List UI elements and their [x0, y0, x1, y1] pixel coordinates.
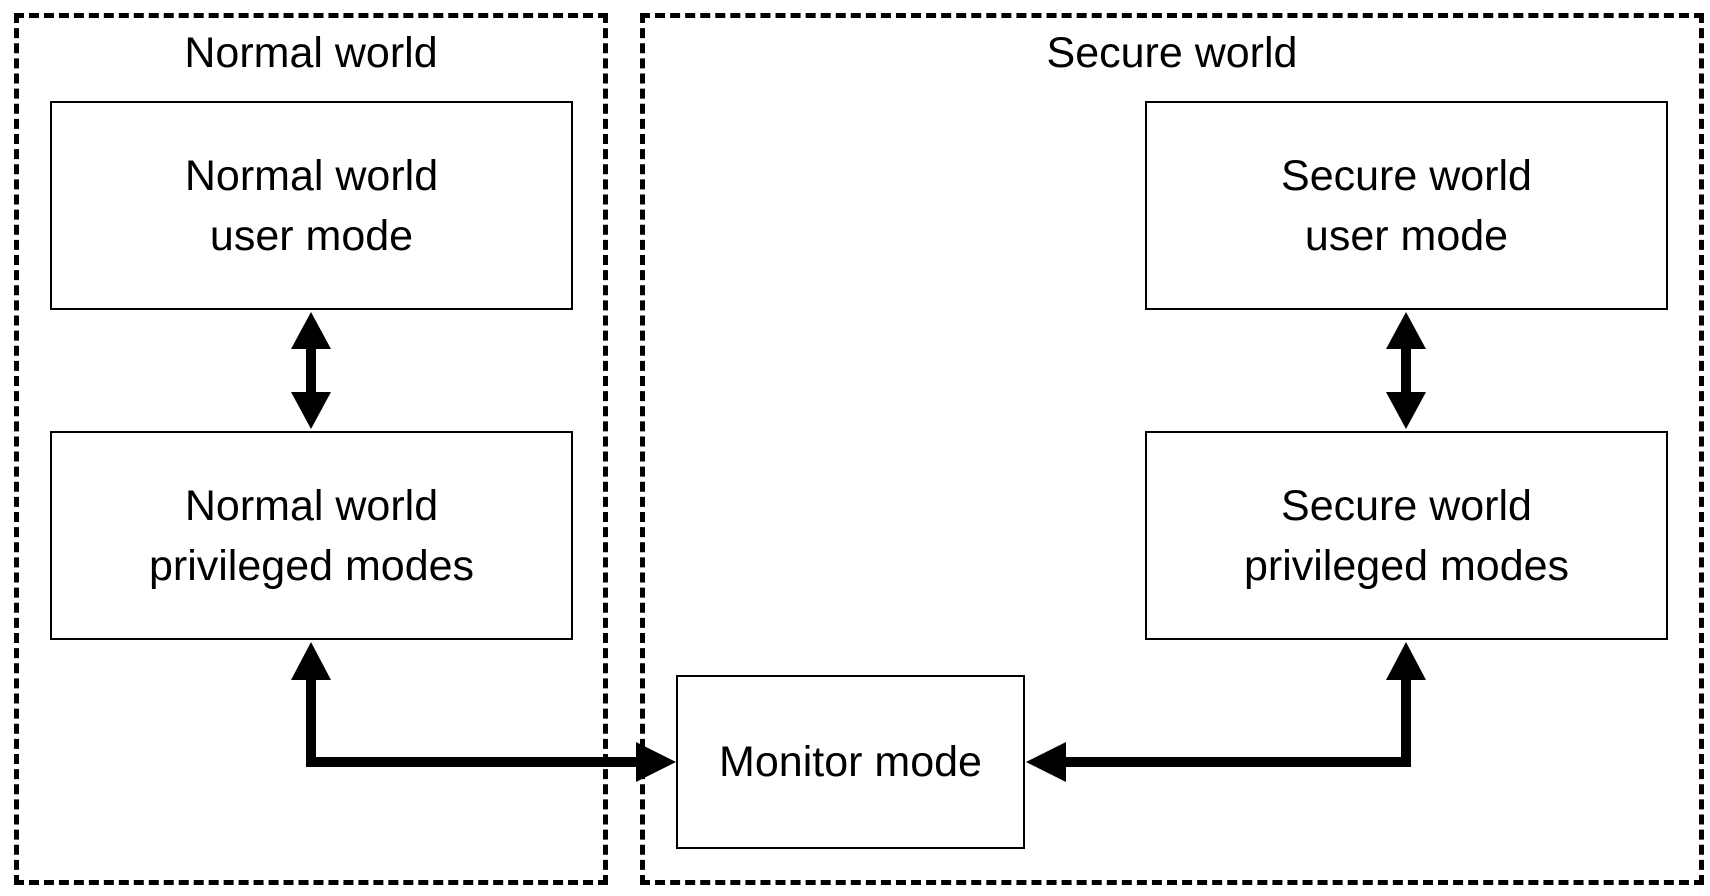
secure-world-privileged-modes-box: Secure world privileged modes	[1145, 431, 1668, 640]
secure-user-line2: user mode	[1304, 211, 1509, 260]
normal-world-privileged-modes-box: Normal world privileged modes	[50, 431, 573, 640]
normal-user-line1: Normal world	[184, 151, 439, 200]
normal-world-user-mode-box: Normal world user mode	[50, 101, 573, 310]
secure-priv-line1: Secure world	[1281, 481, 1532, 530]
secure-user-line1: Secure world	[1281, 151, 1532, 200]
normal-world-region: Normal world	[14, 13, 608, 885]
normal-priv-line2: privileged modes	[148, 541, 475, 590]
normal-priv-line1: Normal world	[184, 481, 439, 530]
secure-world-region: Secure world	[640, 13, 1704, 885]
normal-user-line2: user mode	[209, 211, 414, 260]
secure-world-user-mode-box: Secure world user mode	[1145, 101, 1668, 310]
secure-world-title: Secure world	[1046, 29, 1298, 77]
normal-world-title: Normal world	[184, 29, 438, 77]
monitor-mode-box: Monitor mode	[676, 675, 1025, 849]
monitor-mode-label: Monitor mode	[719, 738, 982, 786]
secure-priv-line2: privileged modes	[1243, 541, 1570, 590]
